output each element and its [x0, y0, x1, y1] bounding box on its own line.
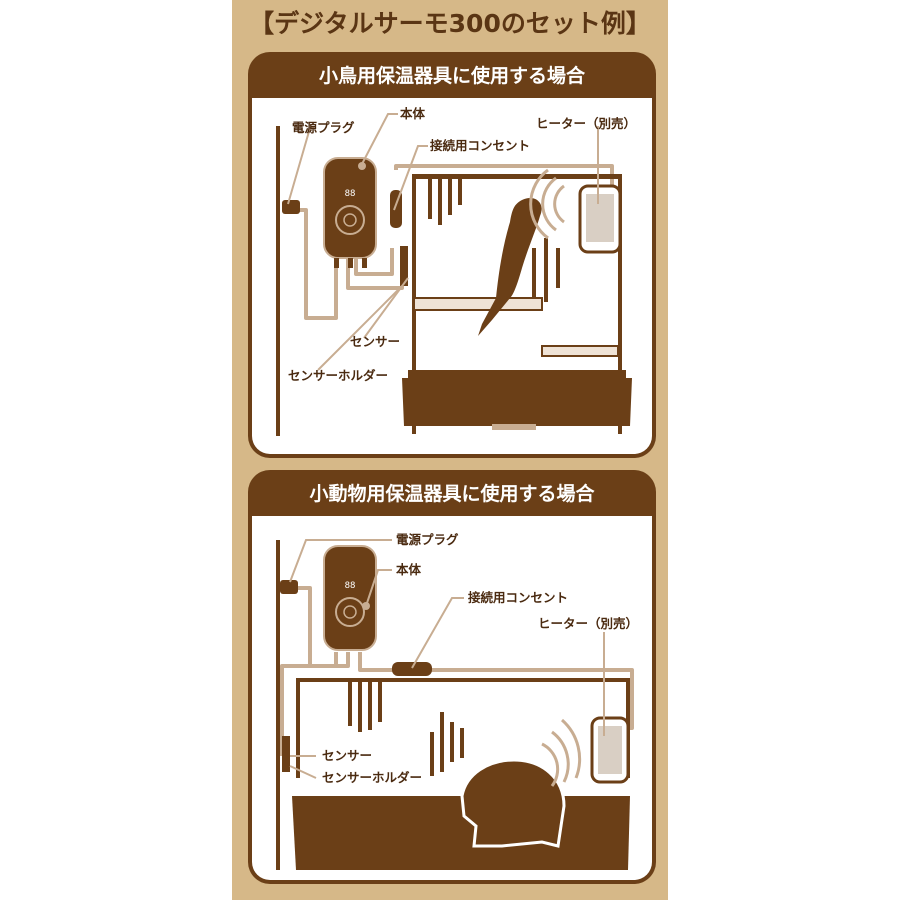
power-plug-icon — [280, 580, 298, 594]
svg-text:本体: 本体 — [400, 106, 426, 121]
page-title: 【デジタルサーモ300のセット例】 — [249, 9, 651, 38]
hedgehog-icon — [460, 758, 566, 848]
svg-text:センサー: センサー — [350, 334, 400, 349]
heater-icon — [590, 716, 630, 784]
panel-heading: 小動物用保温器具に使用する場合 — [309, 483, 595, 505]
svg-text:電源プラグ: 電源プラグ — [292, 120, 355, 135]
panel-body: 88 — [252, 516, 652, 880]
tray-icon — [292, 796, 630, 870]
power-plug-icon — [282, 200, 300, 214]
heat-waves-icon — [541, 718, 582, 787]
panel-bird: 小鳥用保温器具に使用する場合 88 — [248, 52, 656, 458]
svg-text:本体: 本体 — [396, 562, 422, 577]
heater-icon — [578, 184, 622, 254]
sensor-icon — [282, 736, 290, 772]
svg-text:ヒーター（別売）: ヒーター（別売） — [538, 616, 638, 631]
svg-text:接続用コンセント: 接続用コンセント — [468, 590, 568, 605]
svg-text:ヒーター（別売）: ヒーター（別売） — [536, 116, 636, 131]
heat-waves-icon — [529, 168, 565, 240]
bird-cage-icon — [402, 174, 632, 434]
panel-body: 88 — [252, 98, 652, 454]
bird-icon — [478, 197, 542, 336]
thermostat-device-icon: 88 — [323, 545, 377, 651]
wall-line — [276, 126, 280, 436]
svg-text:電源プラグ: 電源プラグ — [396, 532, 459, 547]
bird-setup-diagram: 88 — [276, 106, 636, 436]
svg-text:接続用コンセント: 接続用コンセント — [430, 138, 530, 153]
thermostat-device-icon: 88 — [323, 157, 377, 268]
svg-text:88: 88 — [345, 189, 356, 199]
panel-heading: 小鳥用保温器具に使用する場合 — [318, 65, 585, 87]
svg-text:センサーホルダー: センサーホルダー — [322, 770, 422, 785]
svg-text:センサー: センサー — [322, 748, 372, 763]
sensor-icon — [400, 246, 408, 286]
outlet-connector-icon — [392, 662, 432, 676]
wall-line — [276, 540, 280, 870]
panel-small-animal: 小動物用保温器具に使用する場合 88 — [248, 470, 656, 884]
svg-text:88: 88 — [345, 581, 356, 591]
small-animal-setup-diagram: 88 — [276, 532, 638, 870]
svg-text:センサーホルダー: センサーホルダー — [288, 368, 388, 383]
